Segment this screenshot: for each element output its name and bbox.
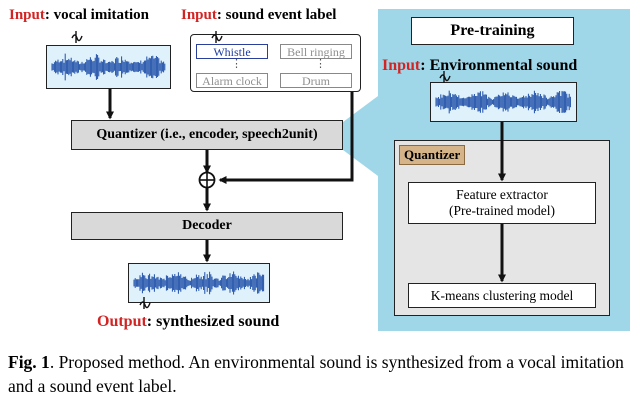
vocal-input-label: Input: vocal imitation <box>9 7 149 24</box>
quantizer-box: Quantizer (i.e., encoder, speech2unit) <box>71 120 343 150</box>
feature-extractor-line1: Feature extractor <box>456 187 548 202</box>
output-prefix: Output <box>97 313 147 330</box>
vertical-dots: ⋮ <box>231 58 242 70</box>
waveform-icon <box>133 271 265 295</box>
output-label: Output: synthesized sound <box>97 313 279 331</box>
caption-label: Fig. 1 <box>8 352 50 372</box>
sum-circle-icon <box>198 171 216 189</box>
waveform-lines <box>51 53 166 81</box>
output-text: : synthesized sound <box>146 313 280 330</box>
feature-extractor-line2: (Pre-trained model) <box>448 203 556 218</box>
waveform-icon <box>51 53 166 81</box>
input-prefix: Input <box>382 57 421 74</box>
waveform-lines <box>133 271 265 295</box>
event-label-drum: Drum <box>280 73 352 88</box>
event-input-label: Input: sound event label <box>181 7 336 24</box>
callout-wedge <box>343 96 378 176</box>
input-text: : Environmental sound <box>420 57 578 74</box>
kmeans-box: K-means clustering model <box>408 283 596 308</box>
event-label-bell-ringing: Bell ringing <box>280 44 352 59</box>
waveform-lines <box>435 90 571 114</box>
event-label-alarm-clock: Alarm clock <box>196 73 268 88</box>
feature-extractor-box: Feature extractor (Pre-trained model) <box>408 182 596 224</box>
vertical-dots: ⋮ <box>315 58 326 70</box>
quantizer-tag: Quantizer <box>399 145 466 165</box>
input-prefix: Input <box>9 7 45 23</box>
environmental-input-label: Input: Environmental sound <box>382 57 577 75</box>
decoder-box: Decoder <box>71 212 343 240</box>
caption-text: . Proposed method. An environmental soun… <box>8 352 624 396</box>
microphone-squiggle-icon <box>439 71 451 83</box>
speaker-squiggle-icon <box>139 297 151 309</box>
microphone-squiggle-icon <box>211 31 223 43</box>
input-prefix: Input <box>181 7 217 23</box>
input-text: : sound event label <box>216 7 337 23</box>
arrow-label-to-sum <box>218 92 354 184</box>
waveform-icon <box>435 90 571 114</box>
input-text: : vocal imitation <box>44 7 150 23</box>
figure-caption: Fig. 1. Proposed method. An environmenta… <box>8 350 636 398</box>
event-label-whistle: Whistle <box>196 44 268 59</box>
pretraining-title: Pre-training <box>411 17 574 45</box>
microphone-squiggle-icon <box>71 31 83 43</box>
